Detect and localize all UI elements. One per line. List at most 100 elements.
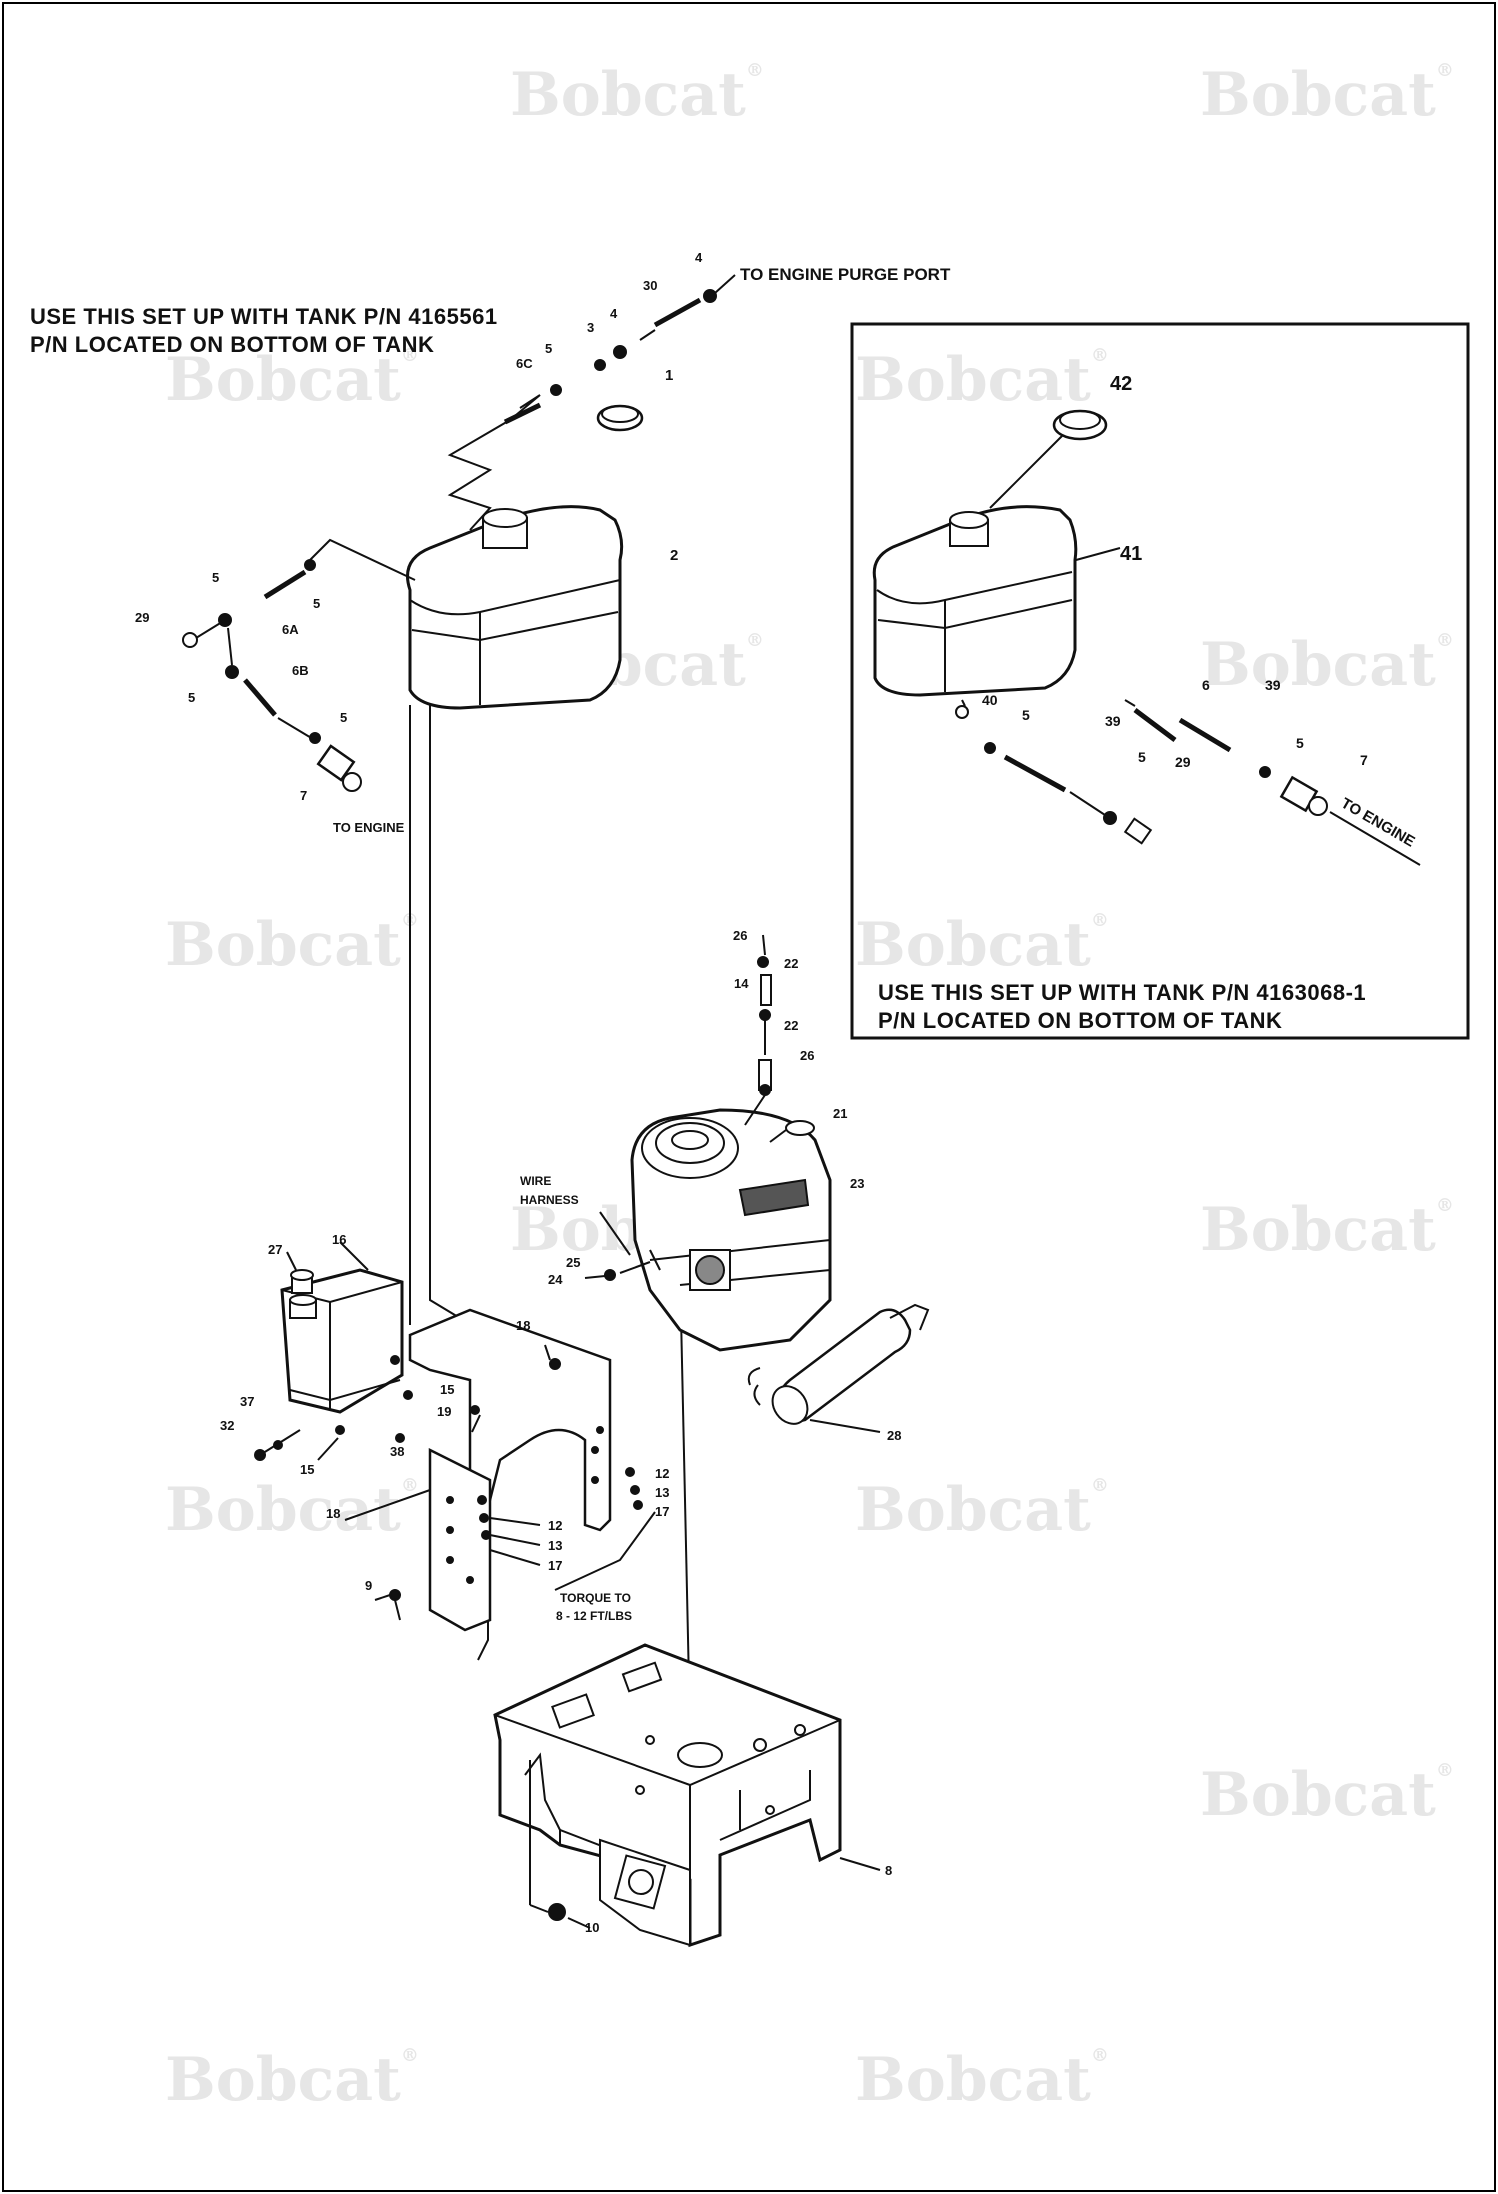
fuel-tank-left xyxy=(406,505,624,710)
setup-note-tank-b-line1: USE THIS SET UP WITH TANK P/N 4163068-1 xyxy=(878,980,1367,1005)
choke-knob xyxy=(769,1120,815,1143)
part-number: 26 xyxy=(733,928,747,943)
part-number: 6B xyxy=(292,663,309,678)
part-number: 29 xyxy=(135,610,149,625)
part-number: 6 xyxy=(1202,677,1210,693)
watermark: Bobcat® xyxy=(1200,1195,1454,1265)
part-number: 5 xyxy=(1296,735,1304,751)
part-number: 5 xyxy=(340,710,347,725)
part-number: 7 xyxy=(1360,752,1368,768)
watermark: Bobcat® xyxy=(165,1475,419,1545)
part-number: 9 xyxy=(365,1578,372,1593)
part-number: 6A xyxy=(282,622,299,637)
part-number: 37 xyxy=(240,1394,254,1409)
label-torque: TORQUE TO xyxy=(560,1591,631,1605)
part-number: 6C xyxy=(516,356,533,371)
base-frame xyxy=(493,1643,842,1948)
part-number: 41 xyxy=(1120,543,1142,565)
part-number: 5 xyxy=(212,570,219,585)
part-number: 2 xyxy=(670,547,678,564)
cap-27 xyxy=(290,1269,314,1294)
part-number: 38 xyxy=(390,1444,404,1459)
part-number: 3 xyxy=(587,320,594,335)
muffler xyxy=(747,1303,930,1425)
part-number: 32 xyxy=(220,1418,234,1433)
part-number: 14 xyxy=(734,976,749,991)
fuel-cap-left xyxy=(596,404,644,432)
part-number: 5 xyxy=(545,341,552,356)
hose-6b xyxy=(243,678,277,717)
part-number: 39 xyxy=(1265,677,1281,693)
label-purge-port: TO ENGINE PURGE PORT xyxy=(740,265,951,284)
part-number: 13 xyxy=(548,1538,562,1553)
label-harness: HARNESS xyxy=(520,1193,579,1207)
label-wire: WIRE xyxy=(520,1174,551,1188)
reservoir xyxy=(280,1268,404,1414)
hose-6-right xyxy=(1133,708,1177,742)
hose-6a xyxy=(263,569,307,600)
part-number: 22 xyxy=(784,956,798,971)
part-number: 4 xyxy=(610,306,618,321)
mounting-bracket xyxy=(408,1308,612,1632)
fitting-29-right xyxy=(1123,817,1153,845)
part-number: 5 xyxy=(313,596,320,611)
part-number: 5 xyxy=(188,690,195,705)
watermark: Bobcat® xyxy=(855,345,1109,415)
part-number: 40 xyxy=(982,692,998,708)
hose-39-upper xyxy=(1178,717,1232,753)
part-number: 19 xyxy=(437,1404,451,1419)
alternate-setup-box xyxy=(850,322,1470,1040)
fuel-filter-left xyxy=(316,744,362,792)
part-number: 26 xyxy=(800,1048,814,1063)
part-number: 25 xyxy=(566,1255,580,1270)
setup-note-tank-b-line2: P/N LOCATED ON BOTTOM OF TANK xyxy=(878,1008,1283,1033)
part-number: 12 xyxy=(655,1466,669,1481)
watermark: Bobcat® xyxy=(165,2045,419,2115)
part-number: 42 xyxy=(1110,373,1132,395)
watermark: Bobcat® xyxy=(855,2045,1109,2115)
part-number: 18 xyxy=(516,1318,530,1333)
engine xyxy=(630,1108,832,1352)
watermark: Bobcat® xyxy=(1200,60,1454,130)
part-number: 23 xyxy=(850,1176,864,1191)
part-number: 39 xyxy=(1105,713,1121,729)
part-number: 1 xyxy=(665,367,673,384)
part-number: 13 xyxy=(655,1485,669,1500)
watermark: Bobcat® xyxy=(1200,630,1454,700)
part-number: 22 xyxy=(784,1018,798,1033)
part-number: 8 xyxy=(885,1863,892,1878)
watermark: Bobcat® xyxy=(510,60,764,130)
part-number: 16 xyxy=(332,1232,346,1247)
part-number: 4 xyxy=(695,250,703,265)
fuel-hose-left-leader xyxy=(309,538,416,581)
part-number: 30 xyxy=(643,278,657,293)
setup-note-tank-a-line2: P/N LOCATED ON BOTTOM OF TANK xyxy=(30,332,435,357)
fuel-tank-right xyxy=(872,505,1078,697)
frame-leader-line-2 xyxy=(524,1752,561,1831)
part-number: 27 xyxy=(268,1242,282,1257)
watermark: Bobcat® xyxy=(165,345,419,415)
label-torque-value: 8 - 12 FT/LBS xyxy=(556,1609,632,1623)
part-number: 17 xyxy=(548,1558,562,1573)
hose-39-lower xyxy=(1003,754,1067,793)
part-number: 15 xyxy=(440,1382,454,1397)
part-number: 28 xyxy=(887,1428,901,1443)
part-number: 5 xyxy=(1022,707,1030,723)
watermark: Bobcat® xyxy=(1200,1760,1454,1830)
part-number: 17 xyxy=(655,1504,669,1519)
vent-hose-path xyxy=(447,394,541,531)
label-to-engine-left: TO ENGINE xyxy=(333,820,405,835)
part-number: 7 xyxy=(300,788,307,803)
hose-30 xyxy=(653,297,702,328)
hose-6c xyxy=(503,402,542,425)
engine-leader-line xyxy=(679,1269,691,1731)
fuel-cap-right xyxy=(1052,409,1108,441)
fuel-filter-right xyxy=(1279,775,1328,816)
setup-note-tank-a-line1: USE THIS SET UP WITH TANK P/N 4165561 xyxy=(30,304,498,329)
watermark: Bobcat® xyxy=(855,910,1109,980)
watermark: Bobcat® xyxy=(165,910,419,980)
part-number: 18 xyxy=(326,1506,340,1521)
part-number: 5 xyxy=(1138,749,1146,765)
